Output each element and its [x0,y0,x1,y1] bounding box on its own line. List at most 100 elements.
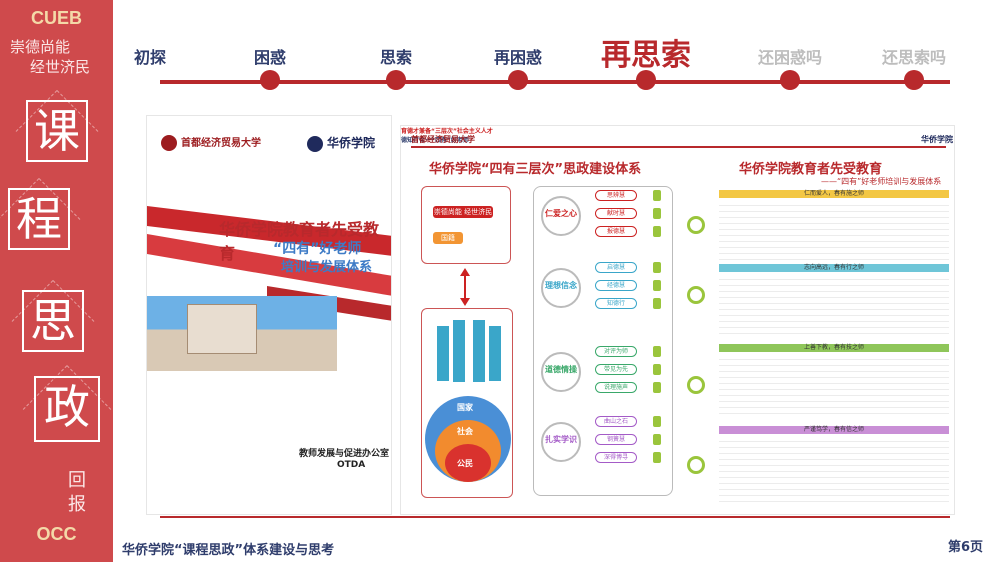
pill-2-3: 知德行 [595,298,637,309]
campus-photo [147,296,337,371]
mission-tag: 崇德尚能 经世济民 [433,206,493,218]
cycle-arrow-icon [687,286,705,304]
timeline-dot-6 [780,70,800,90]
school-seal-icon [161,135,177,151]
table-rows-2 [719,274,949,338]
table-band-2: 志向高远，春有行之师 [719,264,949,272]
heart-node-4: 扎实学识 [541,422,581,462]
pill-1-1: 思辨慧 [595,190,637,201]
pill-3-1: 对评为师 [595,346,637,357]
cycle-arrow-icon [687,456,705,474]
pill-4-3: 深得博寻 [595,452,637,463]
timeline-dot-7 [904,70,924,90]
timeline-label-1: 初探 [134,48,167,67]
page-number: 第6页 [948,540,984,555]
booklet-subtitle-1: “四有”好老师 [273,241,362,257]
pill-marker-icon [653,416,661,427]
pill-3-2: 带见为先 [595,364,637,375]
table-band-1: 仁而爱人，春有施之师 [719,190,949,198]
timeline-label-3: 思索 [379,48,413,67]
mid-caption: 德知行合一“四有”好老师 [401,137,469,144]
circle-label-society: 社会 [457,427,473,436]
poster-right-subtitle: ——“四有”好老师培训与发展体系 [821,177,942,186]
heart-node-2: 理想信念 [541,268,581,308]
timeline-line [160,80,950,84]
pill-marker-icon [653,280,661,291]
pill-1-2: 献时慧 [595,208,637,219]
cycle-arrow-icon [687,216,705,234]
college-name: 华侨学院 [327,136,376,150]
left-caption: 育德才兼备“三层次”社会主义人才 [401,128,493,135]
school-code-bottom: OCC [36,524,77,544]
pill-4-2: 钢簧慧 [595,434,637,445]
poster-divider [411,146,946,148]
pill-marker-icon [653,298,661,309]
pill-3-3: 说理施声 [595,382,637,393]
timeline-dot-2 [260,70,280,90]
pill-marker-icon [653,346,661,357]
booklet-title: 华侨学院教育者先受教育 [219,220,380,263]
poster-left-title: 华侨学院“四有三层次”思政建设体系 [429,162,642,177]
pill-marker-icon [653,364,661,375]
pill-marker-icon [653,226,661,237]
timeline-label-2: 困惑 [253,48,287,67]
pill-marker-icon [653,434,661,445]
timeline-dot-3 [386,70,406,90]
table-rows-1 [719,200,949,264]
footer-line [160,516,950,518]
cycle-arrow-icon [687,376,705,394]
double-arrow-icon [460,268,470,306]
circle-label-citizen: 公民 [457,459,473,468]
timeline-label-7: 还思索吗 [881,48,947,67]
poster-right-title: 华侨学院教育者先受教育 [739,162,883,177]
pillars-graphic [437,320,501,382]
school-logo-hq: 华侨学院 [307,134,375,152]
pill-1-3: 报德慧 [595,226,637,237]
department-code: OTDA [337,460,366,470]
pill-marker-icon [653,262,661,273]
building-image [187,304,257,354]
table-band-3: 上善下教，春有技之师 [719,344,949,352]
school-name: 首都经济贸易大学 [181,138,261,149]
timeline-label-6: 还困惑吗 [757,48,823,67]
booklet-subtitle-2: 培训与发展体系 [281,260,373,275]
big-char-4: 政 [34,376,100,442]
poster-logo-2: 华侨学院 [921,135,953,144]
motto-line-2: 经世济民 [30,58,91,76]
pill-2-1: 启德慧 [595,262,637,273]
college-seal-icon [307,135,323,152]
four-have-column [533,186,673,496]
school-logo-cueb: 首都经济贸易大学 [161,134,261,151]
timeline-dot-5 [636,70,656,90]
pill-marker-icon [653,190,661,201]
poster-logo: 首都经济贸易大学 [411,135,475,144]
timeline-label-4: 再困惑 [493,48,543,67]
timeline-dot-4 [508,70,528,90]
heart-node-1: 仁爱之心 [541,196,581,236]
department-name: 教师发展与促进办公室 [299,449,390,459]
footer-title: 华侨学院“课程思政”体系建设与思考 [122,543,335,558]
nation-tag: 国籍 [433,232,463,244]
big-char-1: 课 [26,100,88,162]
table-band-4: 严谨笃学，春有信之师 [719,426,949,434]
poster: 首都经济贸易大学 华侨学院 华侨学院“四有三层次”思政建设体系 华侨学院教育者先… [400,125,955,515]
return-line-1: 回 [68,470,86,491]
booklet-cover: 首都经济贸易大学 华侨学院 华侨学院教育者先受教育 “四有”好老师 培训与发展体… [146,115,392,515]
return-line-2: 报 [68,494,86,515]
pill-marker-icon [653,208,661,219]
table-rows-4 [719,436,949,506]
heart-node-3: 道德情操 [541,352,581,392]
mission-box [421,186,511,264]
big-char-3: 思 [22,290,84,352]
circle-citizen [445,444,491,482]
big-char-2: 程 [8,188,70,250]
pill-marker-icon [653,452,661,463]
motto-line-1: 崇德尚能 [10,38,71,56]
table-rows-3 [719,354,949,418]
pill-4-1: 曲山之石 [595,416,637,427]
pill-2-2: 经德慧 [595,280,637,291]
pill-marker-icon [653,382,661,393]
timeline-label-5: 再思索 [601,38,691,73]
school-code-top: CUEB [30,8,82,28]
